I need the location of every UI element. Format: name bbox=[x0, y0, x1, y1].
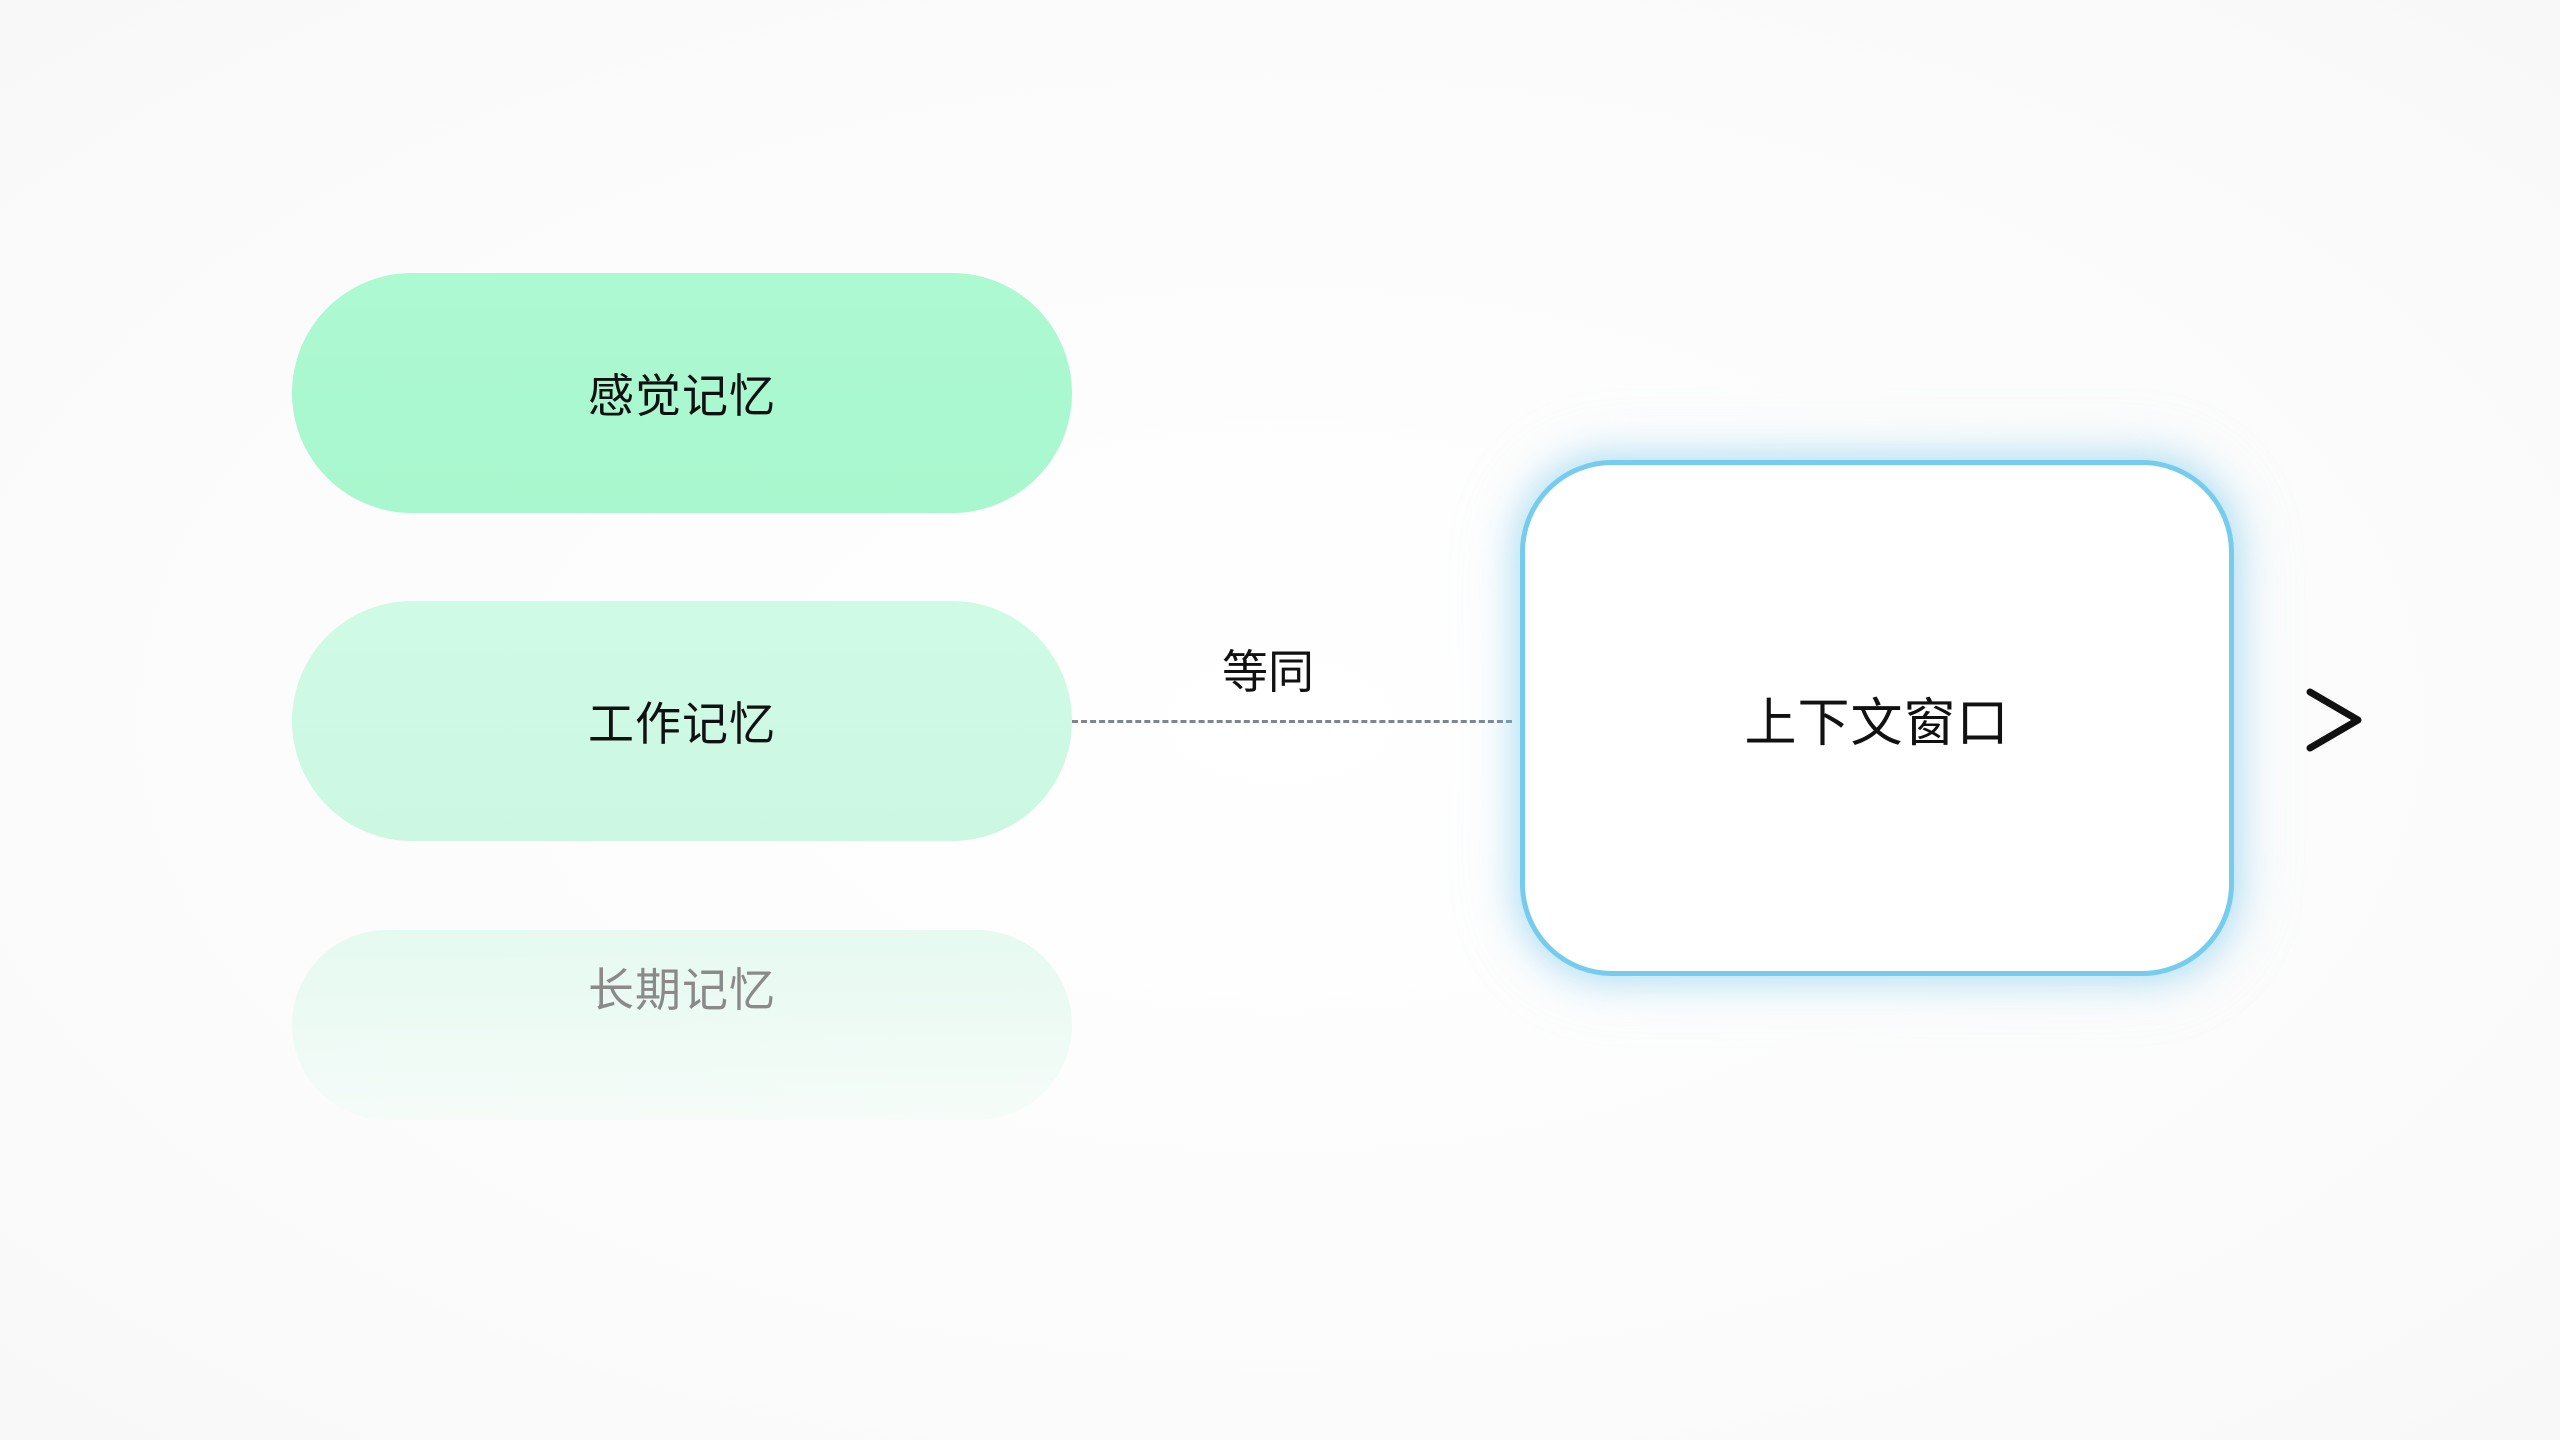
equivalence-label: 等同 bbox=[1222, 645, 1314, 699]
sensory-memory-label: 感觉记忆 bbox=[588, 369, 776, 423]
context-window-label: 上下文窗口 bbox=[1744, 693, 2010, 754]
context-window-node: 上下文窗口 bbox=[1520, 460, 2234, 976]
working-memory-node: 工作记忆 bbox=[292, 601, 1072, 841]
equivalence-connector bbox=[1072, 720, 1512, 723]
chevron-right-icon[interactable] bbox=[2300, 682, 2380, 762]
sensory-memory-node: 感觉记忆 bbox=[292, 273, 1072, 513]
long-term-memory-node: 长期记忆 bbox=[292, 930, 1072, 1120]
long-term-memory-label: 长期记忆 bbox=[588, 963, 776, 1017]
working-memory-label: 工作记忆 bbox=[588, 697, 776, 751]
